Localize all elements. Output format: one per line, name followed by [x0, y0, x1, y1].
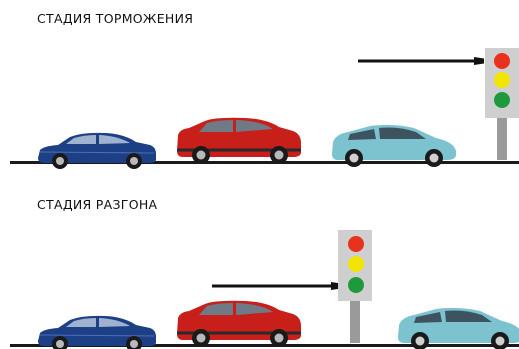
- traffic-light-pole: [497, 118, 507, 160]
- red-suv-car-bottom: [175, 299, 303, 349]
- yellow-light: [494, 72, 510, 88]
- yellow-light: [348, 256, 364, 272]
- teal-hatchback-car-top: [332, 124, 456, 167]
- road-line-bottom: [10, 344, 519, 347]
- stage-title-braking: СТАДИЯ ТОРМОЖЕНИЯ: [37, 11, 194, 26]
- red-suv-car-top: [175, 116, 303, 166]
- green-light: [348, 277, 364, 293]
- red-light: [494, 53, 510, 69]
- traffic-light-pole: [350, 300, 360, 343]
- traffic-light-top: [485, 48, 519, 160]
- blue-sedan-car-bottom: [37, 315, 157, 349]
- red-light: [348, 236, 364, 252]
- traffic-light-bottom: [338, 230, 372, 343]
- teal-hatchback-car-bottom: [398, 307, 519, 349]
- stage-title-acceleration: СТАДИЯ РАЗГОНА: [37, 197, 158, 212]
- road-line-top: [10, 161, 519, 164]
- green-light: [494, 92, 510, 108]
